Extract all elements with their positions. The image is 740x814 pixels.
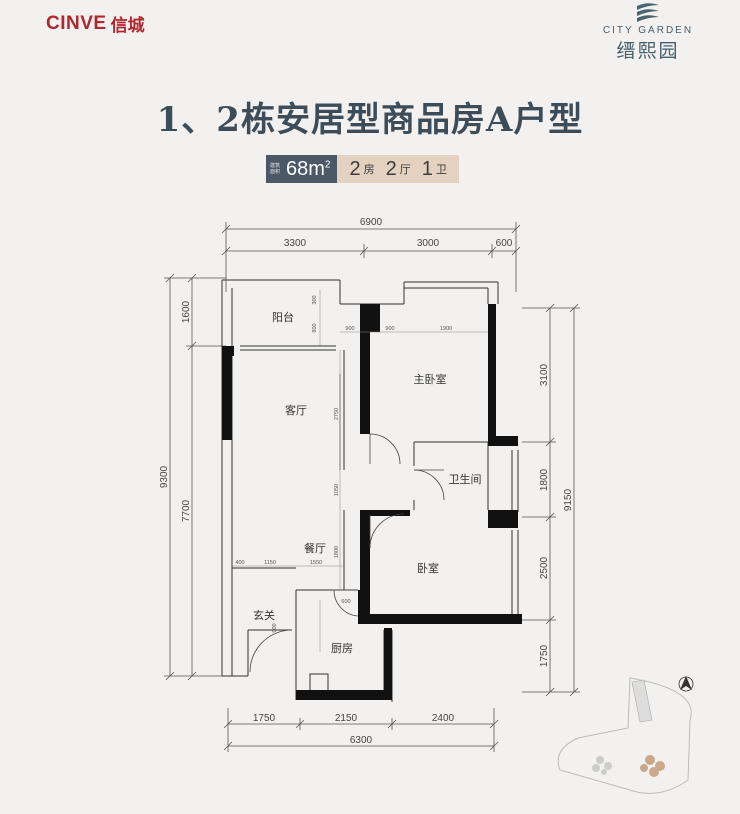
developer-cn: 信城 xyxy=(110,16,145,35)
dim-inner-900c: 900 xyxy=(272,623,278,632)
highlighted-buildings xyxy=(640,755,665,777)
project-name-cn: 缙熙园 xyxy=(616,40,680,62)
room-living: 客厅 xyxy=(285,403,307,417)
project-name-en: CITY GARDEN xyxy=(602,25,694,36)
livingroom-count: 2 xyxy=(385,157,397,180)
dim-top-mid: 3000 xyxy=(417,238,440,249)
dim-inner-1550: 1550 xyxy=(310,560,322,566)
area-badge: 建筑面积 68m2 xyxy=(266,155,338,183)
dim-bottom-mid: 2150 xyxy=(335,713,358,724)
room-entry: 玄关 xyxy=(253,608,275,622)
room-balcony: 阳台 xyxy=(272,310,294,324)
room-master: 主卧室 xyxy=(414,372,447,386)
dim-bottom-right: 2400 xyxy=(432,713,455,724)
dim-inner-1900: 1900 xyxy=(440,326,452,332)
dim-inner-600: 600 xyxy=(341,599,350,605)
bedroom-count: 2 xyxy=(349,157,361,180)
bathroom-count: 1 xyxy=(421,157,433,180)
room-bedroom: 卧室 xyxy=(417,561,439,575)
dim-inner-300: 300 xyxy=(312,295,318,304)
spec-bar: 建筑面积 68m2 2 房 2 厅 1 卫 xyxy=(266,155,459,183)
site-key-plan xyxy=(557,676,694,794)
inner-dimension-lines xyxy=(232,290,488,652)
dim-top-left: 3300 xyxy=(284,238,307,249)
leaf-logo-icon xyxy=(637,3,659,22)
dim-inner-1050: 1050 xyxy=(334,484,340,496)
dim-bottom-left: 1750 xyxy=(253,713,276,724)
dim-inner-800: 800 xyxy=(312,323,318,332)
bedroom-unit: 房 xyxy=(363,163,375,176)
bathroom-unit: 卫 xyxy=(435,163,447,176)
dim-right-2: 1800 xyxy=(539,468,550,491)
dim-right-3: 2500 xyxy=(539,556,550,579)
dim-inner-1150: 1150 xyxy=(264,560,276,566)
developer-logo: CINVE 信城 xyxy=(46,11,145,36)
other-buildings xyxy=(592,756,612,775)
dim-inner-2750: 2750 xyxy=(334,408,340,420)
dim-inner-1800: 1800 xyxy=(334,546,340,558)
room-kitchen: 厨房 xyxy=(331,642,353,655)
page-title: 1、2栋安居型商品房A户型 xyxy=(156,100,584,140)
area-value: 68m2 xyxy=(286,157,331,180)
dim-inner-900b: 900 xyxy=(385,326,394,332)
rooms-badge: 2 房 2 厅 1 卫 xyxy=(337,155,459,183)
dim-inner-400: 400 xyxy=(235,560,244,566)
dim-inner-900a: 900 xyxy=(345,326,354,332)
dim-left-bottom: 7700 xyxy=(181,499,192,522)
room-dining: 餐厅 xyxy=(304,541,326,555)
dim-left-top: 1600 xyxy=(181,300,192,323)
dim-left-total: 9300 xyxy=(159,465,170,488)
north-arrow-icon xyxy=(680,676,692,690)
area-label: 建筑面积 xyxy=(270,163,281,175)
dim-top-total: 6900 xyxy=(360,217,383,228)
door-swings xyxy=(249,374,445,673)
livingroom-unit: 厅 xyxy=(399,163,411,176)
project-logo: CITY GARDEN 缙熙园 xyxy=(593,2,703,70)
dim-right-1: 3100 xyxy=(539,363,550,386)
dim-right-total: 9150 xyxy=(563,488,574,511)
thick-walls xyxy=(222,304,522,700)
dim-right-4: 1750 xyxy=(539,644,550,667)
room-bath: 卫生间 xyxy=(449,472,482,486)
dim-top-right: 600 xyxy=(496,238,513,249)
developer-latin: CINVE xyxy=(46,12,107,34)
north-circle xyxy=(678,676,694,692)
dim-bottom-total: 6300 xyxy=(350,735,373,746)
